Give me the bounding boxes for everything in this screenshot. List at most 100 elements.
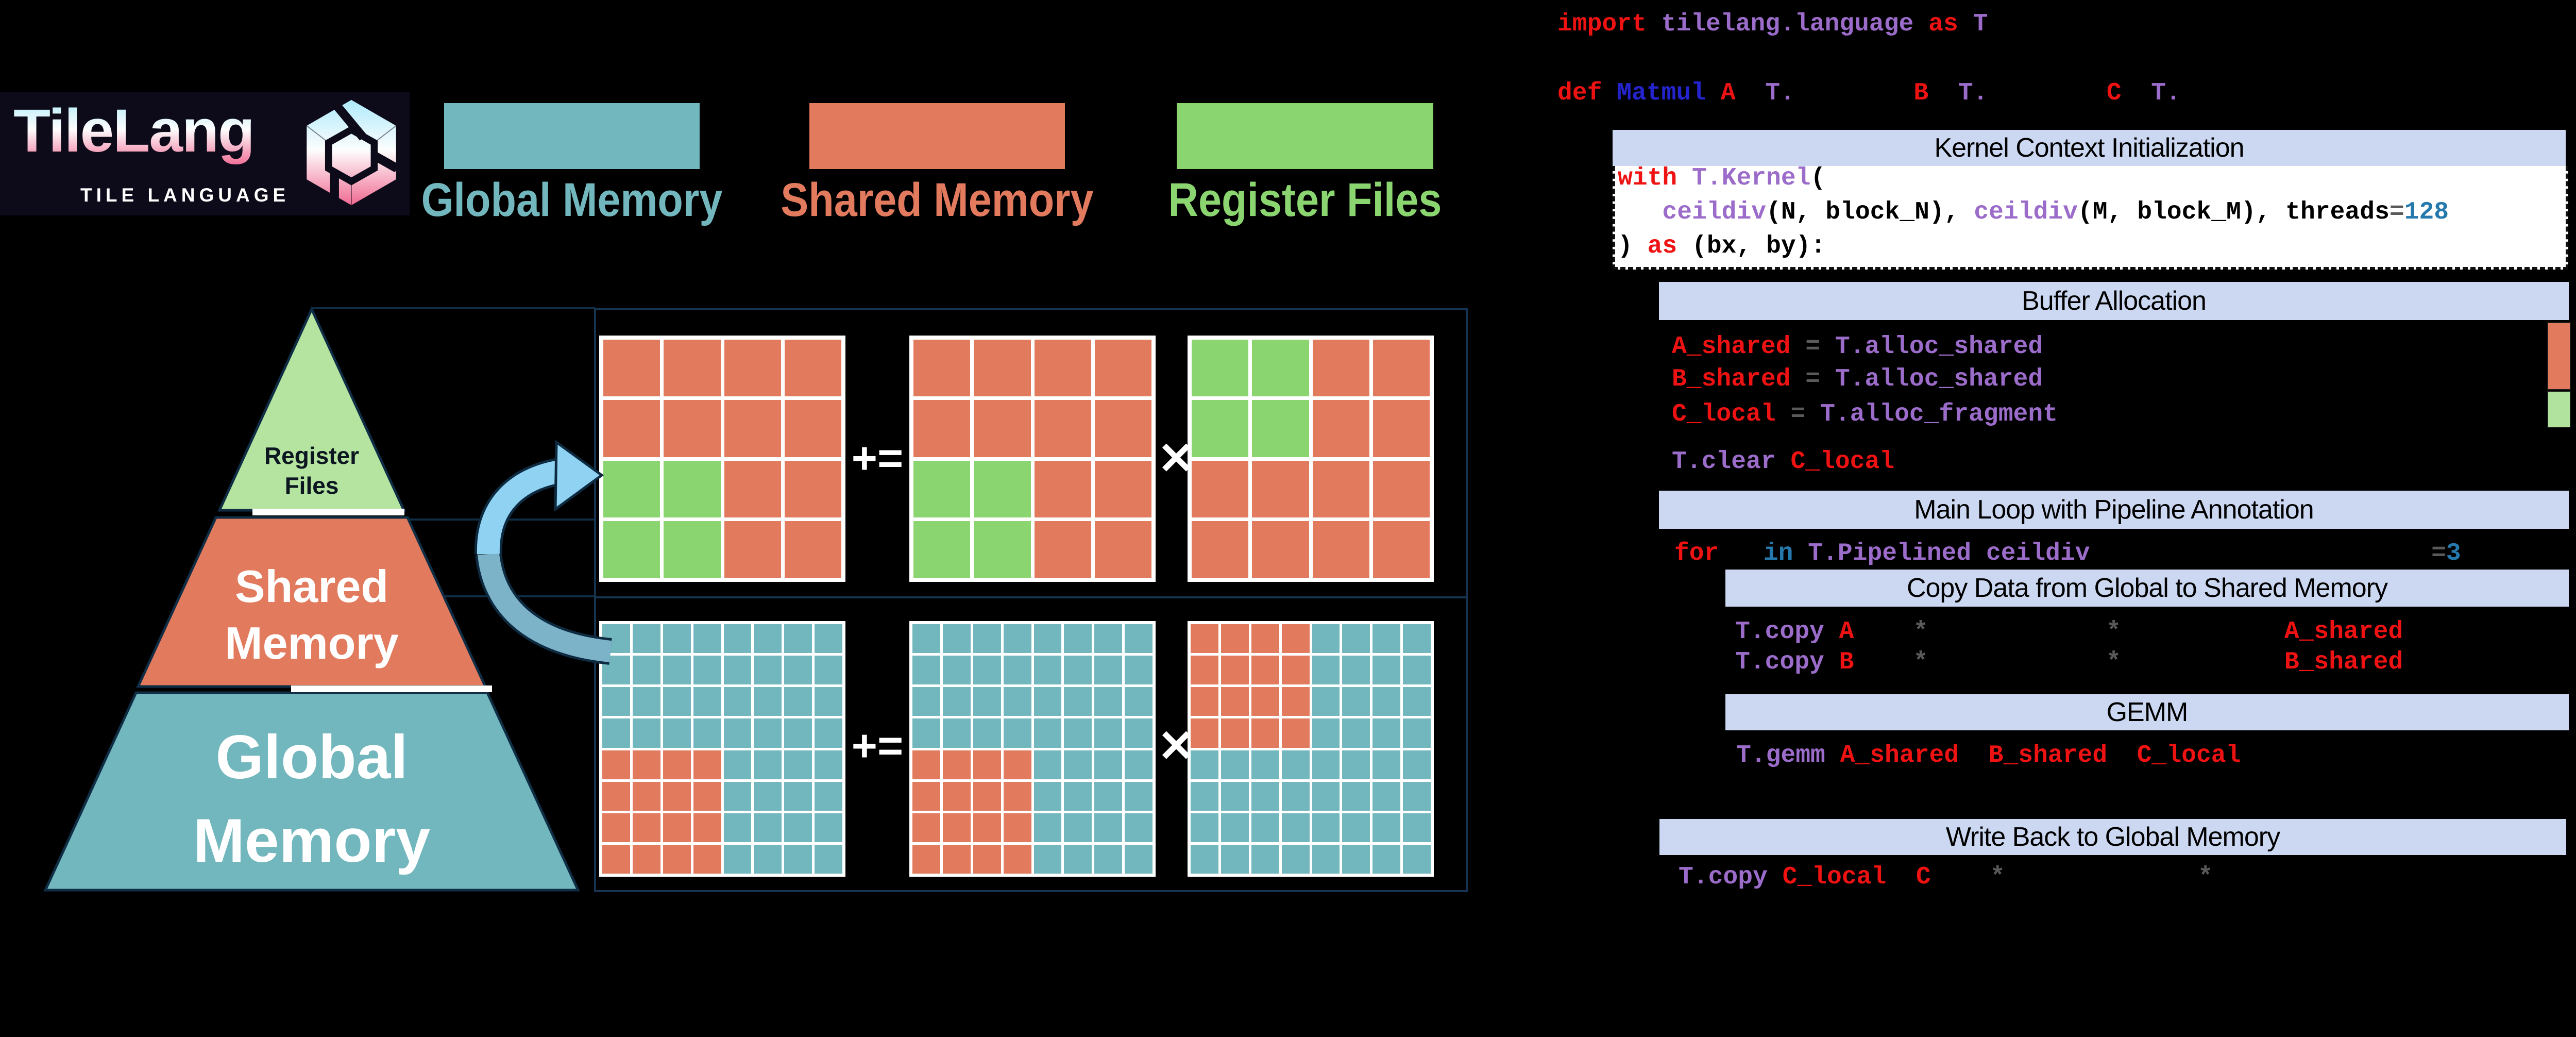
matrix-cell xyxy=(973,750,1001,779)
matrix-cell xyxy=(1064,624,1092,654)
matrix-cell xyxy=(912,844,940,874)
matrix-cell xyxy=(663,718,691,748)
matrix-cell xyxy=(1281,844,1310,874)
matrix-cell xyxy=(912,750,940,779)
matrix-cell xyxy=(663,844,691,874)
code-line-gemmline: T.gemm A_shared B_shared C_local xyxy=(1736,742,2241,770)
matrix-cell xyxy=(942,844,971,874)
matrix-cell xyxy=(1191,813,1218,842)
matrix-cell xyxy=(913,460,971,517)
matrix-cell xyxy=(1403,624,1431,654)
matrix-cell xyxy=(632,718,660,748)
matrix-cell xyxy=(1094,460,1151,517)
matrix-cell xyxy=(664,400,721,457)
global-tile-matrix xyxy=(599,621,845,877)
matrix-cell xyxy=(1372,750,1401,779)
matrix-cell xyxy=(1221,844,1249,874)
code-line-forline: for in T.Pipelined ceildiv =3 xyxy=(1674,540,2461,567)
matrix-cell xyxy=(663,750,691,779)
matrix-cell xyxy=(1094,400,1151,457)
matrix-cell xyxy=(974,521,1031,578)
code-line-copyB: T.copy B * * B_shared xyxy=(1735,648,2403,676)
matrix-cell xyxy=(974,400,1031,457)
matrix-cell xyxy=(1342,718,1370,748)
matrix-cell xyxy=(1251,656,1279,685)
matrix-cell xyxy=(663,687,691,716)
operator-plus-equals: += xyxy=(851,721,904,771)
matrix-cell xyxy=(693,813,721,842)
matrix-cell xyxy=(1252,521,1309,578)
matrix-cell xyxy=(1034,340,1091,397)
matrix-cell xyxy=(632,656,660,685)
matrix-cell xyxy=(1191,687,1218,716)
matrix-cell xyxy=(1094,813,1123,842)
pyramid-label-files: Files xyxy=(285,472,339,499)
matrix-cell xyxy=(1094,687,1123,716)
matrix-cell xyxy=(602,813,630,842)
matrix-cell xyxy=(1094,521,1151,578)
matrix-cell xyxy=(1221,656,1249,685)
matrix-cell xyxy=(815,656,842,685)
matrix-cell xyxy=(632,844,660,874)
matrix-cell xyxy=(1033,656,1062,685)
matrix-cell xyxy=(1251,718,1279,748)
matrix-cell xyxy=(942,813,971,842)
matrix-cell xyxy=(1312,781,1340,811)
matrix-cell xyxy=(724,400,781,457)
matrix-cell xyxy=(1033,750,1062,779)
matrix-cell xyxy=(1281,624,1310,654)
matrix-cell xyxy=(1312,844,1340,874)
matrix-cell xyxy=(815,844,842,874)
logo-subtitle: TILE LANGUAGE xyxy=(80,185,290,206)
matrix-cell xyxy=(663,813,691,842)
matrix-cell xyxy=(754,718,782,748)
matrix-cell xyxy=(723,624,752,654)
matrix-cell xyxy=(1251,687,1279,716)
code-line-kclose: ) as (bx, by): xyxy=(1618,232,1826,260)
matrix-cell xyxy=(1281,687,1310,716)
code-line-bb: B_shared = T.alloc_shared xyxy=(1672,365,2043,393)
matrix-cell xyxy=(1342,624,1370,654)
matrix-cell xyxy=(913,521,971,578)
matrix-cell xyxy=(693,687,721,716)
matrix-cell xyxy=(1221,781,1249,811)
code-line-import: import tilelang.language as T xyxy=(1557,10,1988,38)
matrix-cell xyxy=(1191,750,1218,779)
buffer-usage-bar-register-buffers xyxy=(2547,391,2571,428)
register-tile-matrix xyxy=(909,336,1156,582)
matrix-cell xyxy=(632,750,660,779)
matrix-cell xyxy=(754,813,782,842)
matrix-cell xyxy=(1372,624,1401,654)
matrix-cell xyxy=(693,624,721,654)
matrix-cell xyxy=(754,781,782,811)
matrix-cell xyxy=(973,656,1001,685)
kernel-code-box xyxy=(1613,166,2568,270)
matrix-cell xyxy=(723,781,752,811)
matrix-cell xyxy=(973,813,1001,842)
global-tile-matrix xyxy=(909,621,1156,877)
matrix-cell xyxy=(1403,718,1431,748)
matrix-cell xyxy=(815,687,842,716)
matrix-cell xyxy=(1192,340,1249,397)
matrix-cell xyxy=(1033,844,1062,874)
matrix-cell xyxy=(815,750,842,779)
matrix-cell xyxy=(754,624,782,654)
matrix-cell xyxy=(1094,781,1123,811)
matrix-cell xyxy=(1281,718,1310,748)
code-line-kwith: with T.Kernel( xyxy=(1618,164,1826,192)
matrix-cell xyxy=(784,624,812,654)
section-header-buffer: Buffer Allocation xyxy=(1659,282,2569,320)
matrix-cell xyxy=(602,750,630,779)
matrix-cell xyxy=(1191,781,1218,811)
matrix-cell xyxy=(1281,750,1310,779)
matrix-cell xyxy=(632,624,660,654)
matrix-cell xyxy=(663,781,691,811)
matrix-cell xyxy=(1221,813,1249,842)
pyramid-label-shared: Shared xyxy=(235,561,388,612)
matrix-cell xyxy=(1033,718,1062,748)
matrix-cell xyxy=(1064,844,1092,874)
matrix-cell xyxy=(1125,750,1153,779)
matrix-cell xyxy=(1192,400,1249,457)
matrix-cell xyxy=(1094,340,1151,397)
matrix-cell xyxy=(1372,400,1430,457)
